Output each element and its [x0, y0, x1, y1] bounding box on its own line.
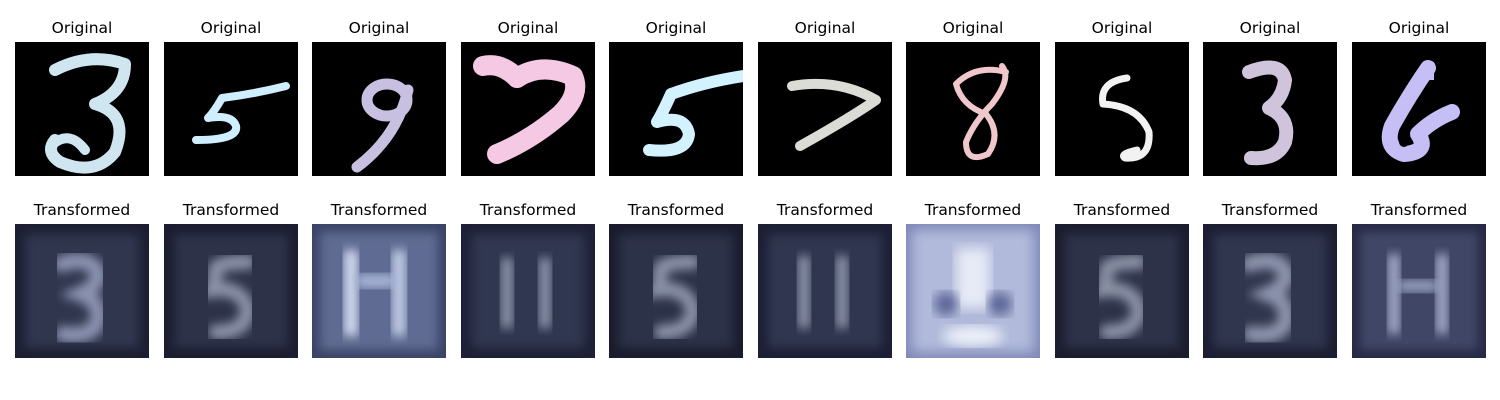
panel-title: Transformed [776, 201, 874, 219]
original-image [461, 42, 595, 176]
transformed-image [461, 224, 595, 358]
transformed-image [1352, 224, 1486, 358]
panel-title: Transformed [182, 201, 280, 219]
panel-title: Original [1388, 19, 1450, 37]
panel-title: Original [348, 19, 410, 37]
transformed-row: Transformed Transformed Transformed [0, 200, 1500, 360]
transformed-image [758, 224, 892, 358]
transformed-image [1203, 224, 1337, 358]
original-image [906, 42, 1040, 176]
panel-title: Original [645, 19, 707, 37]
panel-title: Original [794, 19, 856, 37]
panel-title: Transformed [1221, 201, 1319, 219]
transformed-image [1055, 224, 1189, 358]
panel-title: Original [1239, 19, 1301, 37]
panel-title: Transformed [330, 201, 428, 219]
panel-title: Transformed [1073, 201, 1171, 219]
transformed-image [609, 224, 743, 358]
original-image [1055, 42, 1189, 176]
original-image [609, 42, 743, 176]
transformed-image [312, 224, 446, 358]
original-row: Original Original Original [0, 18, 1500, 178]
panel-title: Original [497, 19, 559, 37]
panel-title: Original [51, 19, 113, 37]
panel-title: Original [200, 19, 262, 37]
panel-title: Original [942, 19, 1004, 37]
panel-title: Transformed [627, 201, 725, 219]
panel-title: Transformed [33, 201, 131, 219]
transformed-image [906, 224, 1040, 358]
panel-title: Original [1091, 19, 1153, 37]
transformed-image [15, 224, 149, 358]
panel-title: Transformed [924, 201, 1022, 219]
original-image [1352, 42, 1486, 176]
transformed-image [164, 224, 298, 358]
panel-title: Transformed [479, 201, 577, 219]
original-image [312, 42, 446, 176]
panel-title: Transformed [1370, 201, 1468, 219]
original-image [164, 42, 298, 176]
original-image [1203, 42, 1337, 176]
original-image [758, 42, 892, 176]
original-image [15, 42, 149, 176]
